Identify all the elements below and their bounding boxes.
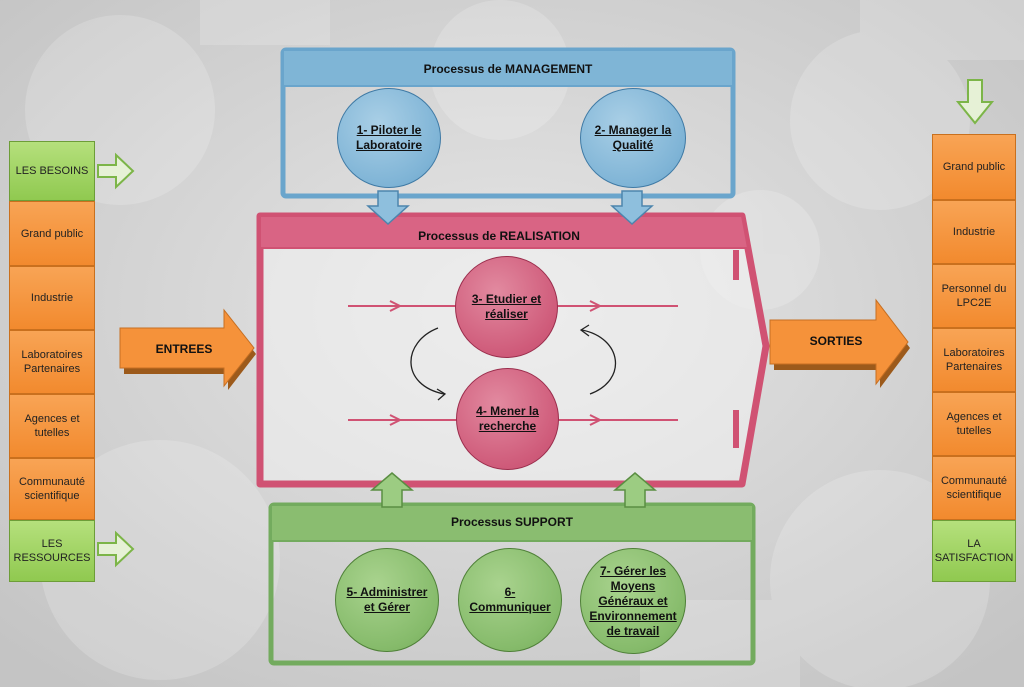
left-item-label: Laboratoires Partenaires bbox=[21, 349, 83, 375]
support-up-arrow-icon bbox=[612, 472, 658, 508]
management-title: Processus de MANAGEMENT bbox=[423, 62, 593, 76]
besoins-box: LES BESOINS bbox=[9, 141, 95, 201]
right-item-grand-public: Grand public bbox=[932, 134, 1016, 200]
right-item-label: Agences et tutelles bbox=[946, 411, 1002, 437]
realisation-title: Processus de REALISATION bbox=[418, 229, 580, 243]
right-item-personnel: Personnel du LPC2E bbox=[932, 264, 1016, 328]
left-item-laboratoires: Laboratoires Partenaires bbox=[9, 330, 95, 394]
process-mener-recherche: 4- Mener la recherche bbox=[456, 368, 559, 470]
ressources-label: LES RESSOURCES bbox=[13, 538, 91, 564]
entrees-label: ENTREES bbox=[155, 342, 213, 356]
process-label: 4- Mener la recherche bbox=[476, 404, 539, 433]
management-down-arrow-icon bbox=[610, 190, 654, 226]
left-item-grand-public: Grand public bbox=[9, 201, 95, 266]
process-label: 6- Communiquer bbox=[469, 585, 551, 614]
process-gerer-moyens-generaux: 7- Gérer les Moyens Généraux et Environn… bbox=[580, 548, 686, 654]
left-item-agences: Agences et tutelles bbox=[9, 394, 95, 458]
right-item-communaute: Communauté scientifique bbox=[932, 456, 1016, 520]
ressources-box: LES RESSOURCES bbox=[9, 520, 95, 582]
management-down-arrow-icon bbox=[366, 190, 410, 226]
ressources-arrow-icon bbox=[97, 530, 135, 568]
right-item-laboratoires: Laboratoires Partenaires bbox=[932, 328, 1016, 392]
process-label: 5- Administrer et Gérer bbox=[346, 585, 428, 614]
left-item-industrie: Industrie bbox=[9, 266, 95, 330]
right-item-label: Laboratoires Partenaires bbox=[943, 347, 1005, 373]
support-title: Processus SUPPORT bbox=[450, 515, 574, 529]
process-administrer-gerer: 5- Administrer et Gérer bbox=[335, 548, 439, 652]
right-item-label: Communauté scientifique bbox=[940, 475, 1008, 501]
right-item-label: Grand public bbox=[942, 161, 1006, 173]
left-item-label: Industrie bbox=[30, 292, 74, 304]
process-manager-qualite: 2- Manager la Qualité bbox=[580, 88, 686, 188]
sorties-label: SORTIES bbox=[809, 334, 863, 348]
management-frame bbox=[280, 47, 736, 199]
entrees-arrow-icon bbox=[119, 308, 256, 390]
process-label: 7- Gérer les Moyens Généraux et Environn… bbox=[589, 563, 677, 638]
left-item-label: Agences et tutelles bbox=[24, 413, 80, 439]
satisfaction-label: LA SATISFACTION bbox=[934, 538, 1014, 564]
support-up-arrow-icon bbox=[369, 472, 415, 508]
satisfaction-down-arrow-icon bbox=[955, 79, 995, 125]
process-label: 1- Piloter le Laboratoire bbox=[355, 123, 422, 152]
right-item-label: Industrie bbox=[952, 226, 996, 238]
besoins-arrow-icon bbox=[97, 152, 135, 190]
besoins-label: LES BESOINS bbox=[15, 165, 89, 177]
right-item-industrie: Industrie bbox=[932, 200, 1016, 264]
satisfaction-box: LA SATISFACTION bbox=[932, 520, 1016, 582]
left-item-label: Communauté scientifique bbox=[18, 476, 86, 502]
left-item-communaute: Communauté scientifique bbox=[9, 458, 95, 520]
process-label: 3- Etudier et réaliser bbox=[471, 292, 542, 321]
process-etudier-realiser: 3- Etudier et réaliser bbox=[455, 256, 558, 358]
support-frame bbox=[268, 502, 756, 666]
right-item-label: Personnel du LPC2E bbox=[941, 283, 1007, 309]
process-piloter-laboratoire: 1- Piloter le Laboratoire bbox=[337, 88, 441, 188]
process-communiquer: 6- Communiquer bbox=[458, 548, 562, 652]
right-item-agences: Agences et tutelles bbox=[932, 392, 1016, 456]
left-item-label: Grand public bbox=[20, 227, 84, 240]
sorties-arrow-icon bbox=[769, 298, 910, 388]
process-label: 2- Manager la Qualité bbox=[594, 123, 672, 152]
